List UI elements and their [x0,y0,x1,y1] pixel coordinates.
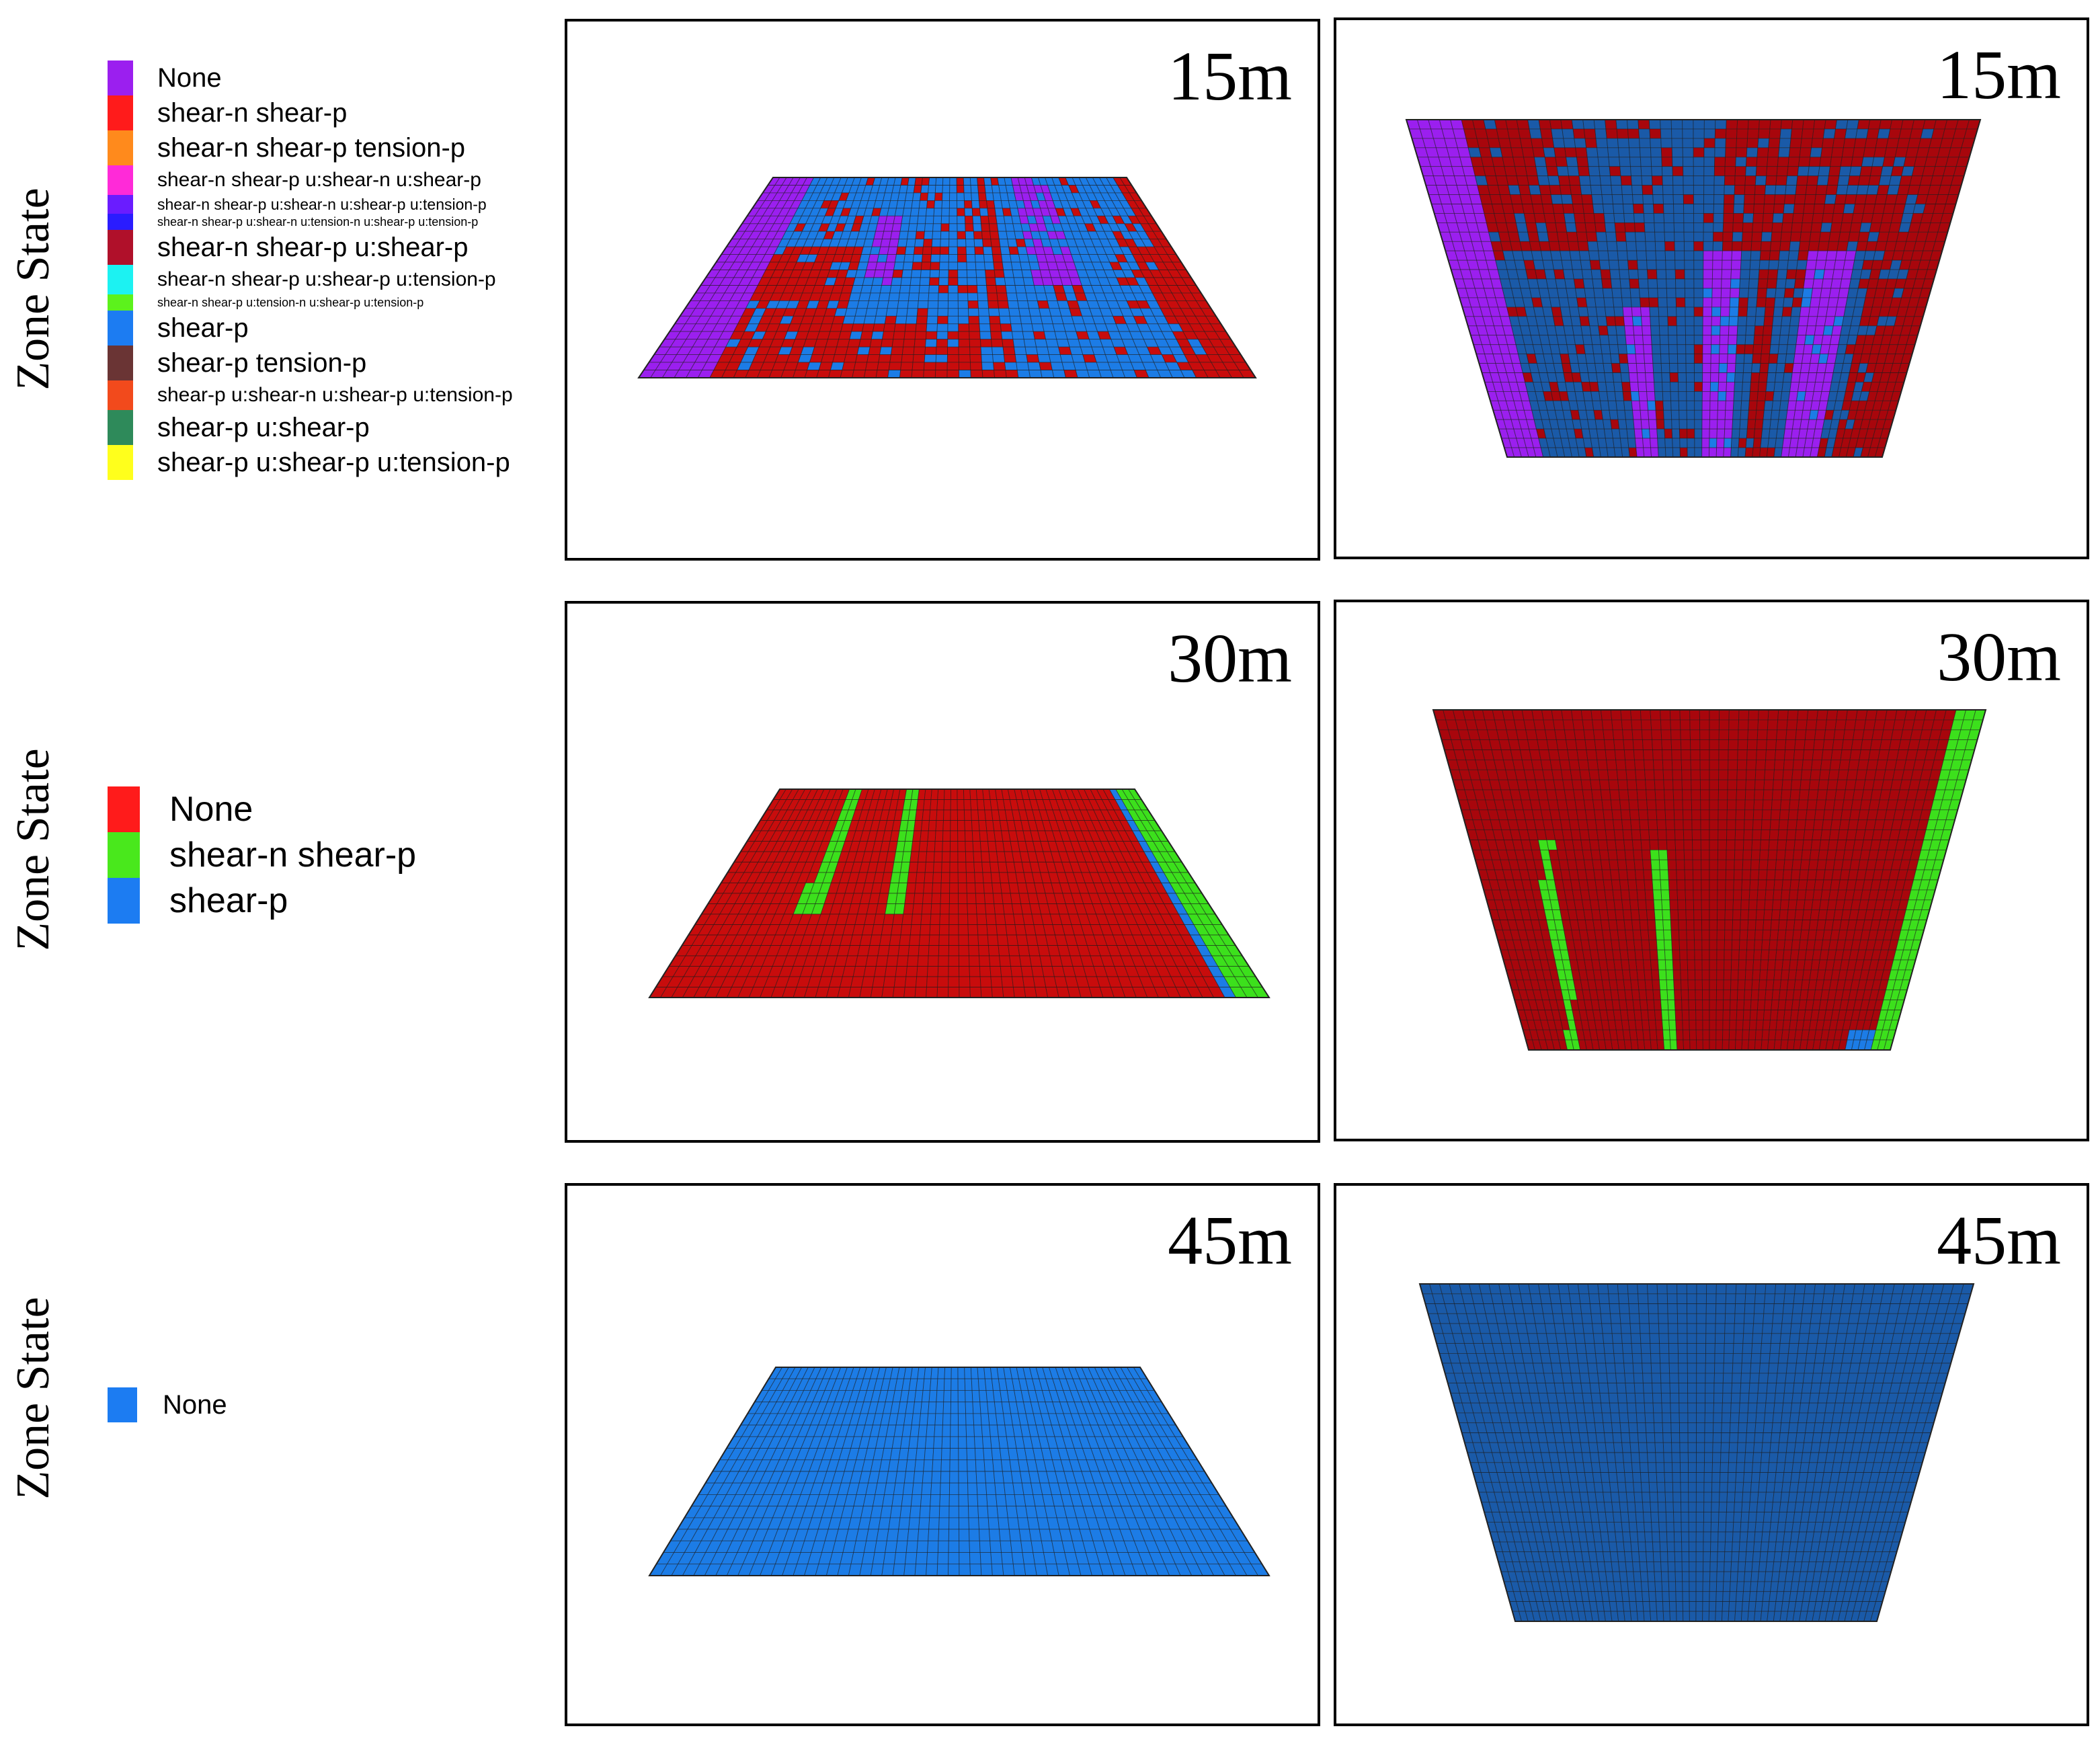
legend-item: shear-n shear-p u:shear-p [108,230,578,265]
legend-item: shear-n shear-p u:shear-n u:tension-n u:… [108,214,578,230]
mesh-45m-plan [1418,1283,1975,1622]
legend-swatch [108,311,133,346]
depth-label: 15m [1937,36,2061,114]
mesh-15m-plan [1405,119,1982,458]
legend-item: shear-p [108,311,578,346]
legend-swatch [108,878,140,924]
depth-label: 30m [1937,618,2061,696]
legend-swatch [108,130,133,165]
depth-label: 45m [1937,1202,2061,1279]
legend-swatch [108,410,133,445]
panel-30m-perspective: 30m [565,601,1320,1143]
legend-label: shear-n shear-p [169,836,417,875]
mesh-45m-perspective [648,1367,1270,1576]
legend-swatch [108,380,133,410]
legend-item: shear-n shear-p [108,95,578,130]
panel-30m-plan: 30m [1334,600,2089,1141]
legend-30m: None shear-n shear-p shear-p [108,786,578,934]
legend-15m: None shear-n shear-p shear-n shear-p tensi… [108,60,578,497]
legend-label: shear-n shear-p [157,98,348,128]
depth-label: 15m [1168,38,1292,115]
legend-swatch [108,195,133,214]
legend-label: shear-n shear-p u:shear-p [157,233,469,262]
row-45m: Zone State None 45m 45m [0,1166,2100,1743]
legend-label: shear-n shear-p u:shear-p u:tension-p [157,268,496,290]
legend-swatch [108,60,133,95]
legend-label: None [163,1390,227,1420]
legend-label: shear-p [157,313,249,343]
legend-label: shear-p u:shear-p u:tension-p [157,448,510,477]
legend-label: shear-n shear-p tension-p [157,133,466,163]
legend-item: None [108,1387,578,1422]
row-title: Zone State [7,1297,59,1500]
legend-item: shear-n shear-p [108,832,578,878]
legend-swatch [108,165,133,195]
legend-swatch [108,214,133,230]
legend-item: shear-p u:shear-p [108,410,578,445]
legend-swatch [108,230,133,265]
legend-item: shear-n shear-p u:shear-n u:shear-p [108,165,578,195]
legend-item: None [108,60,578,95]
legend-item: shear-p u:shear-p u:tension-p [108,445,578,480]
legend-label: shear-p tension-p [157,348,367,378]
zone-plot-45m-plan [1418,1283,1975,1622]
mesh-30m-perspective [648,788,1270,998]
legend-item: shear-n shear-p u:shear-p u:tension-p [108,265,578,294]
legend-swatch [108,265,133,294]
legend-label: shear-n shear-p u:shear-n u:shear-p u:te… [157,196,487,213]
row-15m: Zone State None shear-n shear-p shear-n sh… [0,0,2100,578]
legend-swatch [108,1387,137,1422]
legend-label: shear-p u:shear-p [157,413,370,442]
legend-swatch [108,832,140,878]
legend-label: None [157,63,222,93]
row-title: Zone State [7,748,59,951]
legend-item: shear-p u:shear-n u:shear-p u:tension-p [108,380,578,410]
legend-45m: None [108,1387,578,1441]
zone-plot-30m-perspective [648,788,1270,998]
row-title: Zone State [7,188,59,391]
legend-swatch [108,294,133,311]
legend-label: shear-n shear-p u:shear-n u:tension-n u:… [157,215,479,229]
legend-swatch [108,346,133,380]
zone-plot-45m-perspective [648,1367,1270,1576]
depth-label: 45m [1168,1202,1292,1279]
legend-label: None [169,790,253,829]
zone-plot-30m-plan [1432,709,1987,1051]
depth-label: 30m [1168,620,1292,697]
legend-item: shear-n shear-p u:tension-n u:shear-p u:… [108,294,578,311]
mesh-30m-plan [1432,709,1987,1051]
legend-label: shear-n shear-p u:tension-n u:shear-p u:… [157,296,424,309]
legend-item: None [108,786,578,832]
legend-swatch [108,95,133,130]
panel-15m-plan: 15m [1334,17,2089,559]
legend-item: shear-p [108,878,578,924]
legend-swatch [108,445,133,480]
legend-swatch [108,786,140,832]
panel-45m-perspective: 45m [565,1183,1320,1726]
legend-item: shear-p tension-p [108,346,578,380]
legend-label: shear-n shear-p u:shear-n u:shear-p [157,169,481,191]
zone-plot-15m-perspective [637,177,1257,378]
legend-label: shear-p [169,881,288,920]
panel-15m-perspective: 15m [565,19,1320,561]
zone-plot-15m-plan [1405,119,1982,458]
legend-item: shear-n shear-p tension-p [108,130,578,165]
legend-item: shear-n shear-p u:shear-n u:shear-p u:te… [108,195,578,214]
mesh-15m-perspective [637,177,1257,378]
panel-45m-plan: 45m [1334,1183,2089,1726]
row-30m: Zone State None shear-n shear-p shear-p 30… [0,582,2100,1160]
legend-label: shear-p u:shear-n u:shear-p u:tension-p [157,384,513,406]
